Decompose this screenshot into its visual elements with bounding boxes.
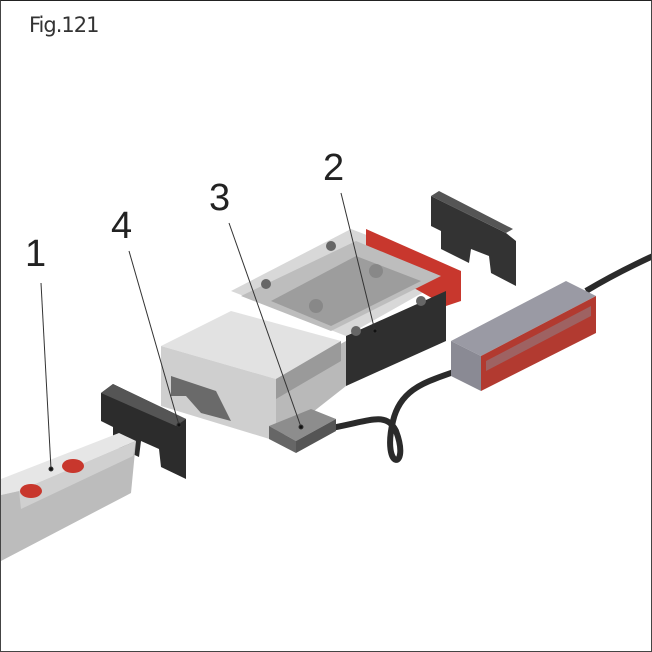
figure-label: Fig.121 [29,13,99,37]
carriage-block [161,229,461,441]
rear-end-seal [431,191,516,286]
callout-1-rail: 1 [25,233,47,275]
sensor-cable-out [584,253,651,294]
front-end-seal [101,384,186,479]
callout-2-carriage: 2 [323,147,345,189]
sensor-box [451,281,596,391]
callout-3-sensor-head: 3 [209,177,231,219]
leader-lines [40,192,378,472]
guide-rail [1,433,136,561]
callout-4-end-seal: 4 [111,205,133,247]
